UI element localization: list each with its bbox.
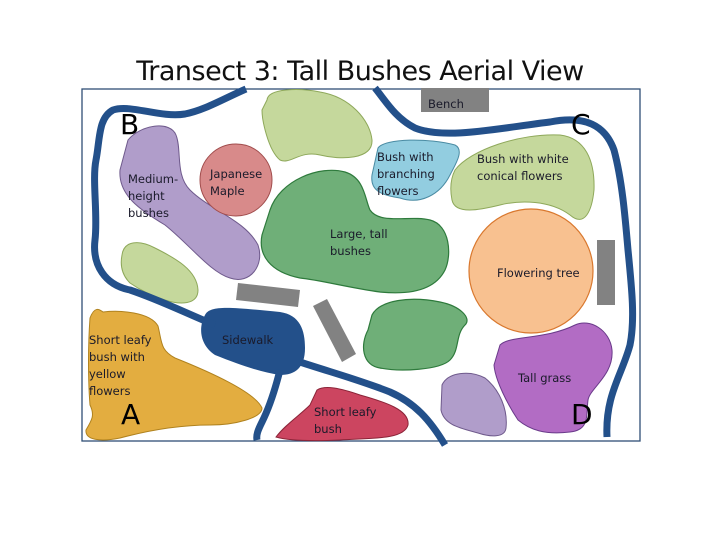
corner-label-d: D xyxy=(571,398,593,431)
green-bush-middle xyxy=(362,298,468,371)
medium-bushes-label-1: Medium- xyxy=(128,172,178,186)
branching-flowers-bush xyxy=(371,139,460,201)
large-tall-bushes xyxy=(260,169,450,294)
path-sidewalk-south xyxy=(253,369,284,441)
short-leafy-bush xyxy=(275,387,409,442)
maple-label-1: Japanese xyxy=(209,167,262,181)
branching-label-2: branching xyxy=(377,167,435,181)
medium-bushes-label-3: bushes xyxy=(128,206,169,220)
short-leafy-label-2: bush xyxy=(314,422,342,436)
yellow-bush-label-2: bush with xyxy=(89,350,145,364)
white-conical-flowers-bush xyxy=(450,134,595,220)
white-conical-label-1: Bush with white xyxy=(477,152,569,166)
path-top-right-loop xyxy=(372,85,637,438)
corner-label-b: B xyxy=(120,108,139,141)
yellow-flowers-bush xyxy=(85,308,263,441)
yellow-bush-label-1: Short leafy xyxy=(89,333,152,347)
flowering-tree-label: Flowering tree xyxy=(497,266,580,280)
sidewalk-label: Sidewalk xyxy=(222,333,274,347)
light-green-bush-left xyxy=(120,242,199,304)
branching-label-3: flowers xyxy=(377,184,418,198)
bench-top xyxy=(421,88,489,112)
bench-middle-horizontal xyxy=(236,283,300,307)
light-green-bush-top xyxy=(261,89,373,162)
diagram-title: Transect 3: Tall Bushes Aerial View xyxy=(136,56,584,87)
bench-right xyxy=(597,240,615,305)
tall-grass xyxy=(493,322,613,434)
corner-label-a: A xyxy=(121,398,140,431)
short-leafy-label-1: Short leafy xyxy=(314,405,377,419)
large-tall-label-2: bushes xyxy=(330,244,371,258)
medium-height-bushes xyxy=(119,125,261,280)
bench-label: Bench xyxy=(428,97,464,111)
white-conical-label-2: conical flowers xyxy=(477,169,563,183)
corner-label-c: C xyxy=(571,108,591,141)
path-left-loop xyxy=(91,85,248,329)
large-tall-label-1: Large, tall xyxy=(330,227,388,241)
sidewalk xyxy=(201,307,305,375)
medium-bushes-label-2: height xyxy=(128,189,165,203)
maple-label-2: Maple xyxy=(210,184,245,198)
flowering-tree xyxy=(468,208,594,334)
japanese-maple xyxy=(199,143,273,217)
small-purple-bush xyxy=(440,372,507,437)
tall-grass-label: Tall grass xyxy=(517,371,571,385)
branching-label-1: Bush with xyxy=(377,150,434,164)
bench-middle-diagonal xyxy=(313,299,356,362)
yellow-bush-label-3: yellow xyxy=(89,367,126,381)
path-sidewalk-southeast xyxy=(298,358,449,447)
yellow-bush-label-4: flowers xyxy=(89,384,130,398)
